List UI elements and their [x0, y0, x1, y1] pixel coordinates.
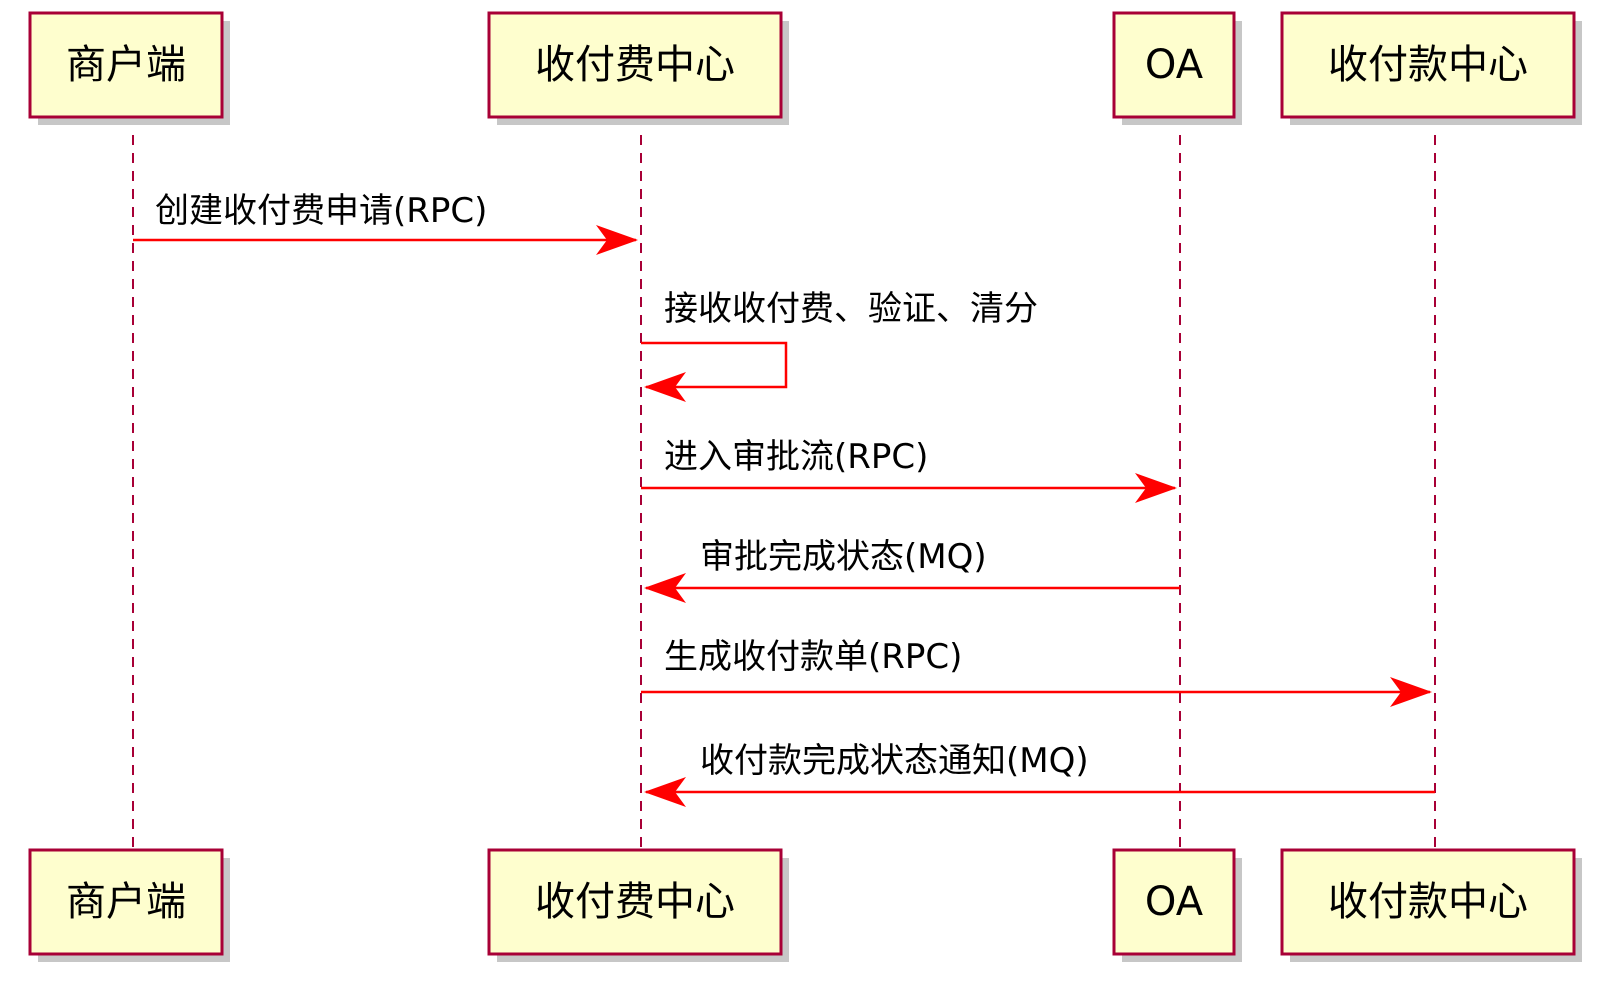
arrow-head — [644, 372, 686, 402]
participant-bottom-oa: OA — [1112, 848, 1242, 962]
participant-top-paycenter: 收付款中心 — [1280, 11, 1582, 125]
message-label: 创建收付费申请(RPC) — [155, 191, 487, 231]
participant-bottom-merchant: 商户端 — [28, 848, 230, 962]
participant-label: 收付费中心 — [535, 42, 735, 88]
message-line — [641, 341, 788, 389]
message-self-validate: 接收收付费、验证、清分 — [641, 289, 1038, 402]
message-label: 生成收付款单(RPC) — [664, 637, 962, 677]
participant-top-merchant: 商户端 — [28, 11, 230, 125]
participant-label: 商户端 — [66, 42, 186, 88]
message-approval-status: 审批完成状态(MQ) — [644, 537, 1180, 603]
arrow-head — [644, 573, 686, 603]
participant-label: 收付款中心 — [1328, 42, 1528, 88]
message-label: 收付款完成状态通知(MQ) — [700, 741, 1089, 781]
message-generate-payment-order: 生成收付款单(RPC) — [641, 637, 1432, 707]
arrow-head — [644, 777, 686, 807]
participant-top-feecenter: 收付费中心 — [487, 11, 789, 125]
participant-top-oa: OA — [1112, 11, 1242, 125]
arrow-head — [1390, 677, 1432, 707]
message-label: 审批完成状态(MQ) — [700, 537, 987, 577]
message-create-request: 创建收付费申请(RPC) — [133, 191, 638, 255]
message-payment-status-notify: 收付款完成状态通知(MQ) — [644, 741, 1435, 807]
message-label: 接收收付费、验证、清分 — [664, 289, 1038, 329]
participant-label: 收付费中心 — [535, 879, 735, 925]
participant-bottom-paycenter: 收付款中心 — [1280, 848, 1582, 962]
participant-label: OA — [1145, 42, 1204, 88]
participant-label: 收付款中心 — [1328, 879, 1528, 925]
message-enter-approval: 进入审批流(RPC) — [641, 437, 1177, 503]
message-label: 进入审批流(RPC) — [664, 437, 928, 477]
arrow-head — [1135, 473, 1177, 503]
arrow-head — [596, 225, 638, 255]
participant-label: 商户端 — [66, 879, 186, 925]
participant-bottom-feecenter: 收付费中心 — [487, 848, 789, 962]
participant-label: OA — [1145, 879, 1204, 925]
